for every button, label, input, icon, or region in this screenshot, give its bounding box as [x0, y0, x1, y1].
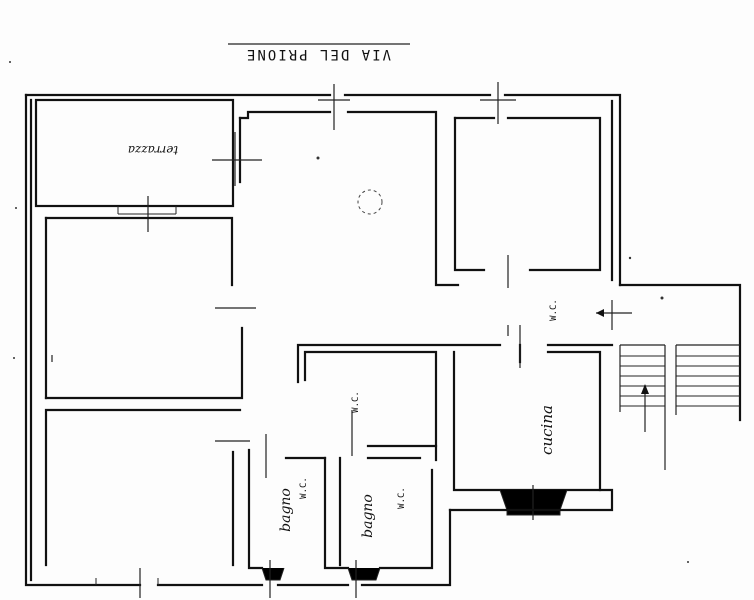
- bagno-right-label: bagno: [360, 494, 376, 538]
- bathrooms: bagno W.C. bagno W.C. W.C.: [95, 391, 438, 598]
- stair-arrow-icon: [641, 384, 649, 394]
- entry-arrow-icon: [596, 309, 604, 317]
- left-rooms: [44, 216, 256, 567]
- hall-partition: [212, 84, 460, 287]
- terrazza-label: terrazza: [128, 143, 178, 157]
- bagno-left-label: bagno: [278, 488, 294, 532]
- stairwell: [596, 283, 742, 470]
- street-label-group: VIA DEL PRIONE: [245, 46, 391, 62]
- street-label: VIA DEL PRIONE: [245, 46, 391, 62]
- right-marking: W.C.: [549, 299, 559, 321]
- cucina-room: cucina W.C.: [296, 299, 614, 520]
- wc-right-label: W.C.: [397, 487, 407, 509]
- top-right-room: [453, 82, 602, 288]
- hall-symbol: [316, 156, 383, 215]
- scan-specks: [9, 61, 689, 563]
- stair-treads: [620, 355, 740, 407]
- hall-marking: W.C.: [351, 391, 361, 413]
- terrazza-room: terrazza: [34, 98, 235, 232]
- wc-left-label: W.C.: [299, 477, 309, 499]
- cucina-label: cucina: [538, 405, 556, 455]
- outer-walls: [24, 93, 622, 587]
